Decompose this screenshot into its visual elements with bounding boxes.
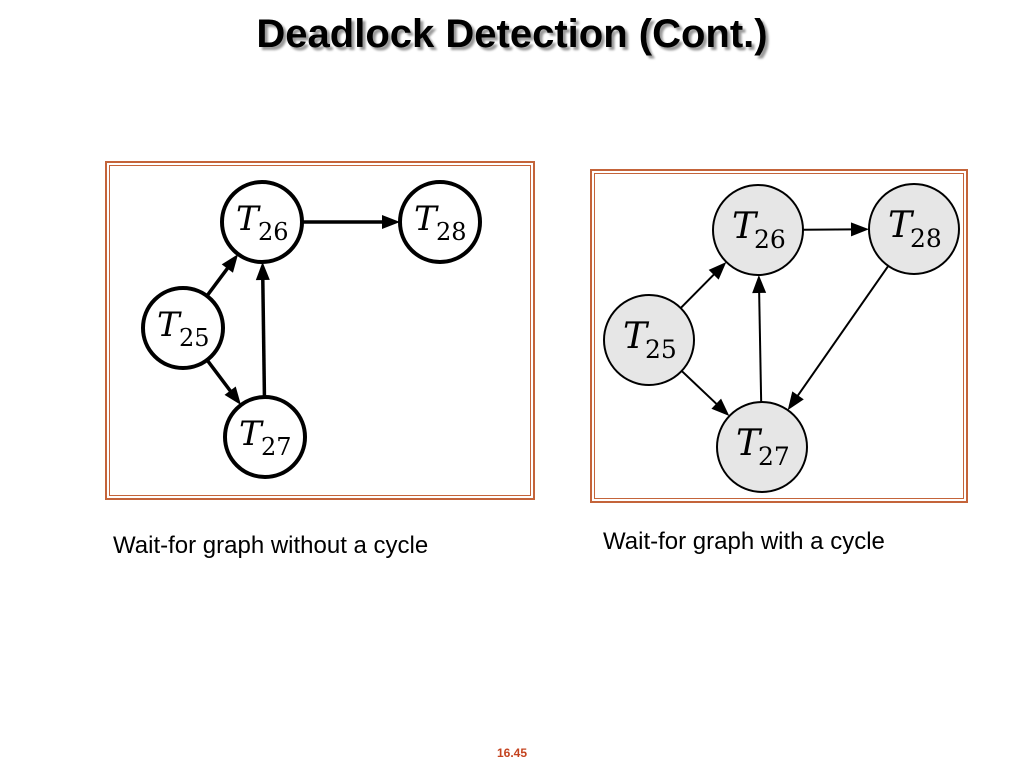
edge-t25-to-t27 <box>205 358 241 406</box>
arrowhead <box>787 391 804 411</box>
edge-t26-to-t28 <box>302 215 400 229</box>
node-label-subscript: 25 <box>645 335 677 364</box>
node-label-subscript: 26 <box>258 218 289 246</box>
edge-line <box>205 265 230 297</box>
edge-t28-to-t27 <box>787 265 890 411</box>
edge-line <box>205 358 233 394</box>
node-circle <box>716 401 808 493</box>
arrowhead <box>711 398 730 417</box>
edge-line <box>758 290 763 403</box>
edge-t25-to-t26 <box>679 261 727 309</box>
slide-title: Deadlock Detection (Cont.) <box>256 12 768 56</box>
node-label-subscript: 28 <box>436 218 467 246</box>
edge-line <box>679 272 716 309</box>
edge-t25-to-t27 <box>680 370 730 417</box>
arrowhead <box>221 254 239 273</box>
node-circle <box>223 395 307 479</box>
arrowhead <box>752 274 767 294</box>
caption-without-cycle: Wait-for graph without a cycle <box>113 532 429 559</box>
edge-t26-to-t28 <box>802 222 870 237</box>
node-t28: T28 <box>868 183 960 275</box>
node-label-subscript: 25 <box>179 324 210 352</box>
node-label-letter: T <box>239 414 264 454</box>
edge-line <box>261 277 267 398</box>
page-number: 16.45 <box>496 746 528 760</box>
node-label-letter: T <box>888 205 915 246</box>
arrowhead <box>708 261 727 280</box>
arrowhead <box>224 386 241 406</box>
node-circle <box>712 184 804 276</box>
node-circle <box>220 180 304 264</box>
node-t27: T27 <box>716 401 808 493</box>
edge-t27-to-t26 <box>255 261 270 398</box>
node-label-subscript: 27 <box>261 433 292 461</box>
node-circle <box>141 286 225 370</box>
node-label-letter: T <box>732 206 759 247</box>
edge-t25-to-t26 <box>205 254 239 297</box>
node-label-letter: T <box>414 199 439 239</box>
arrowhead <box>255 261 270 281</box>
node-label-subscript: 26 <box>754 225 786 254</box>
edge-line <box>796 265 890 398</box>
node-circle <box>398 180 482 264</box>
node-label-subscript: 28 <box>910 224 942 253</box>
node-circle <box>603 294 695 386</box>
edge-t27-to-t26 <box>752 274 767 403</box>
node-label-letter: T <box>236 199 261 239</box>
node-label-letter: T <box>736 423 763 464</box>
node-t26: T26 <box>712 184 804 276</box>
edge-line <box>680 370 719 406</box>
arrowhead <box>850 222 870 237</box>
caption-with-cycle: Wait-for graph with a cycle <box>603 528 885 555</box>
arrowhead <box>382 215 400 229</box>
node-circle <box>868 183 960 275</box>
node-t25: T25 <box>603 294 695 386</box>
node-label-letter: T <box>623 316 650 357</box>
node-label-letter: T <box>157 305 182 345</box>
node-label-subscript: 27 <box>758 442 790 471</box>
